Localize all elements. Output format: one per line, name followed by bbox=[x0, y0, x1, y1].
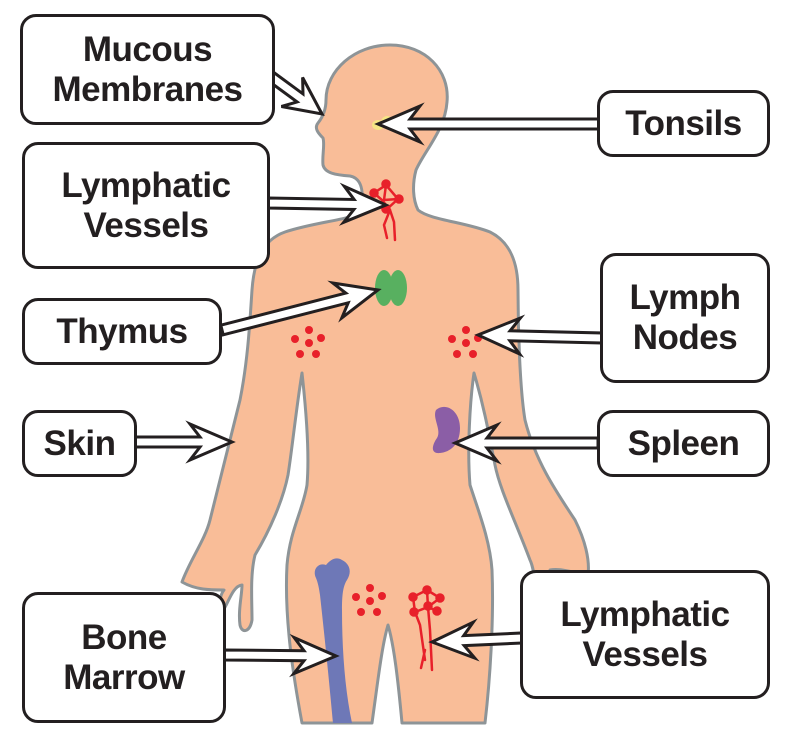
lymph-node-axillary-right bbox=[453, 350, 461, 358]
arrow-vessels-lower bbox=[428, 618, 524, 662]
label-text: Vessels bbox=[83, 205, 209, 245]
arrow-thymus bbox=[218, 280, 382, 337]
label-text: Vessels bbox=[582, 634, 708, 674]
lymph-node-axillary-left bbox=[305, 326, 313, 334]
lymph-node-axillary-right bbox=[462, 326, 470, 334]
label-text: Marrow bbox=[63, 657, 185, 697]
lymph-node-axillary-right bbox=[469, 350, 477, 358]
lymph-node-clusters bbox=[291, 326, 482, 616]
label-text: Nodes bbox=[632, 318, 738, 357]
lymph-node-inguinal bbox=[366, 584, 374, 592]
label-text: Spleen bbox=[627, 423, 740, 463]
arrow-bone-marrow bbox=[222, 633, 340, 678]
label-text: Tonsils bbox=[625, 103, 742, 143]
spleen-organ bbox=[432, 406, 460, 454]
lymph-node-axillary-left bbox=[305, 339, 313, 347]
lymph-node-axillary-left bbox=[317, 334, 325, 342]
bone-marrow-femur bbox=[314, 558, 352, 723]
label-text: Lymphatic bbox=[61, 165, 231, 205]
lymph-node-inguinal bbox=[352, 593, 360, 601]
label-text: Lymphatic bbox=[560, 594, 730, 634]
label-text: Mucous bbox=[82, 29, 213, 69]
arrow-spleen bbox=[451, 421, 600, 465]
lymph-node-axillary-right bbox=[462, 339, 470, 347]
label-skin: Skin bbox=[22, 410, 137, 477]
lymph-node-inguinal bbox=[378, 592, 386, 600]
label-text: Bone bbox=[81, 617, 167, 657]
arrow-vessels-upper bbox=[266, 182, 390, 226]
arrow-skin bbox=[133, 420, 236, 464]
lymph-node-axillary-left bbox=[291, 335, 299, 343]
lymph-node-axillary-left bbox=[296, 350, 304, 358]
label-spleen: Spleen bbox=[597, 410, 770, 477]
thymus-organ bbox=[375, 270, 407, 306]
lymph-node-inguinal bbox=[366, 597, 374, 605]
label-text: Thymus bbox=[56, 311, 188, 351]
label-text: Membranes bbox=[52, 69, 243, 109]
lymph-node-axillary-left bbox=[312, 350, 320, 358]
groin-lymphatic-vessels bbox=[408, 585, 445, 672]
arrow-lymph-nodes bbox=[474, 314, 604, 358]
lymph-node-inguinal bbox=[373, 608, 381, 616]
label-text: Lymph bbox=[629, 278, 741, 317]
label-text: Skin bbox=[43, 423, 116, 463]
lymph-node-axillary-right bbox=[448, 335, 456, 343]
label-tonsils: Tonsils bbox=[597, 90, 770, 157]
lymph-node-inguinal bbox=[357, 608, 365, 616]
label-thymus: Thymus bbox=[22, 298, 222, 365]
arrow-tonsils bbox=[374, 102, 602, 146]
